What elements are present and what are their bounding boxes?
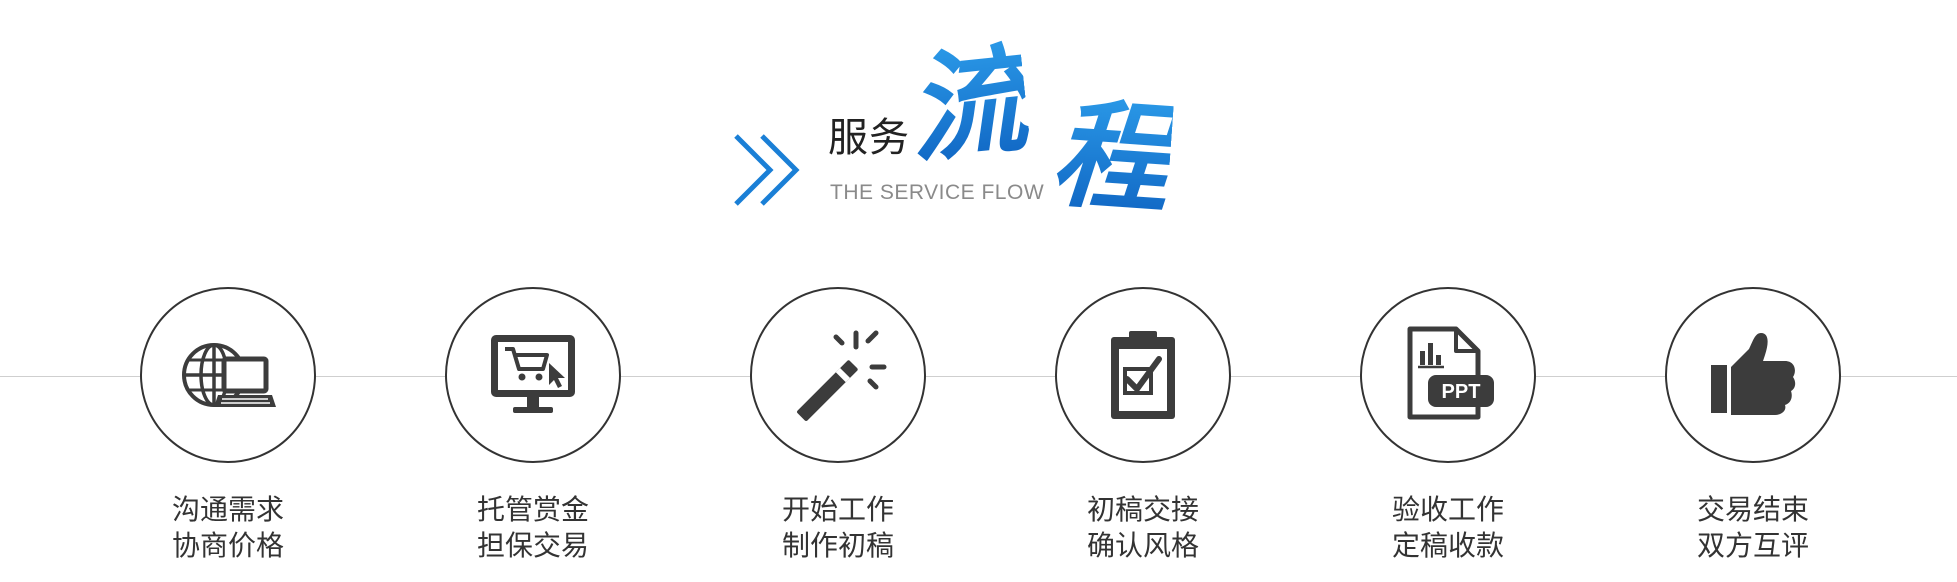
step-label: 沟通需求 协商价格 (130, 492, 326, 564)
step-icon-circle (1055, 287, 1231, 463)
double-chevron-right-icon (734, 134, 800, 206)
step-complete: 交易结束 双方互评 (1655, 287, 1855, 577)
step-label-line2: 制作初稿 (781, 529, 894, 562)
step-escrow: 托管赏金 担保交易 (435, 287, 635, 577)
step-icon-circle: PPT (1360, 287, 1536, 463)
step-icon-circle (750, 287, 926, 463)
step-label-line1: 初稿交接 (1086, 493, 1199, 526)
title-small: 服务 (828, 115, 910, 161)
title-big-char-1: 流 (901, 29, 1033, 180)
service-flow-header: 服务 THE SERVICE FLOW 流 程 (0, 0, 1957, 240)
ppt-label: PPT (1442, 381, 1481, 403)
step-label: 验收工作 定稿收款 (1350, 492, 1546, 564)
step-icon-circle (140, 287, 316, 463)
thumbs-up-icon (1711, 333, 1796, 415)
step-label: 托管赏金 担保交易 (435, 492, 631, 564)
step-label: 交易结束 双方互评 (1655, 492, 1851, 564)
cart-monitor-icon (491, 335, 575, 413)
title-subtitle: THE SERVICE FLOW (830, 181, 1045, 204)
step-label-line1: 交易结束 (1696, 493, 1809, 526)
step-label-line2: 定稿收款 (1391, 529, 1504, 562)
ppt-file-icon: PPT (1407, 326, 1494, 420)
step-start-work: 开始工作 制作初稿 (740, 287, 940, 577)
step-label-line1: 开始工作 (781, 493, 894, 526)
step-acceptance: PPT 验收工作 定稿收款 (1350, 287, 1550, 577)
step-label-line1: 托管赏金 (476, 493, 589, 526)
step-label-line2: 协商价格 (171, 529, 284, 562)
step-label: 开始工作 制作初稿 (740, 492, 936, 564)
globe-laptop-icon (182, 343, 276, 407)
step-label-line2: 双方互评 (1696, 529, 1809, 562)
connector-line (0, 376, 1957, 377)
service-flow-steps: 沟通需求 协商价格 托管赏金 担保交易 (0, 280, 1957, 582)
step-icon-circle (445, 287, 621, 463)
step-label-line2: 担保交易 (476, 529, 589, 562)
step-draft-handover: 初稿交接 确认风格 (1045, 287, 1245, 577)
step-label-line1: 验收工作 (1391, 493, 1504, 526)
step-label-line1: 沟通需求 (171, 493, 284, 526)
step-label-line2: 确认风格 (1086, 529, 1199, 562)
step-communicate: 沟通需求 协商价格 (130, 287, 330, 577)
step-label: 初稿交接 确认风格 (1045, 492, 1241, 564)
title-big-char-2: 程 (1047, 83, 1175, 230)
magic-wand-icon (797, 330, 887, 421)
clipboard-check-icon (1111, 331, 1175, 419)
step-icon-circle (1665, 287, 1841, 463)
